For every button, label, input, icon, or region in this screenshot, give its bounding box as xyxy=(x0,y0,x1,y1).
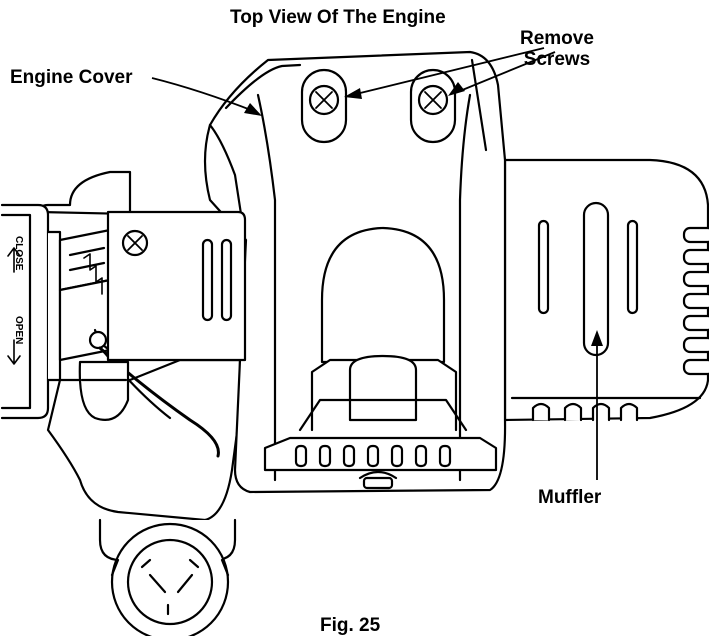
muffler xyxy=(503,158,709,422)
muffler-label: Muffler xyxy=(538,487,602,508)
figure-caption: Fig. 25 xyxy=(320,615,381,636)
arrowheads xyxy=(244,82,603,346)
remove-screws-line2: Screws xyxy=(523,49,591,70)
fuel-cap xyxy=(98,518,237,636)
remove-screws-line1: Remove xyxy=(520,28,594,49)
choke-open-text: OPEN xyxy=(13,316,24,344)
left-housing xyxy=(0,170,242,522)
diagram-title: Top View Of The Engine xyxy=(230,7,446,28)
bracket-plate xyxy=(106,210,247,362)
engine-cover xyxy=(203,50,507,494)
remove-screws-label: Remove Screws xyxy=(520,28,594,70)
choke-close-text: CLOSE xyxy=(13,236,24,271)
engine-cover-label: Engine Cover xyxy=(10,67,133,88)
leader-lines xyxy=(151,47,598,480)
